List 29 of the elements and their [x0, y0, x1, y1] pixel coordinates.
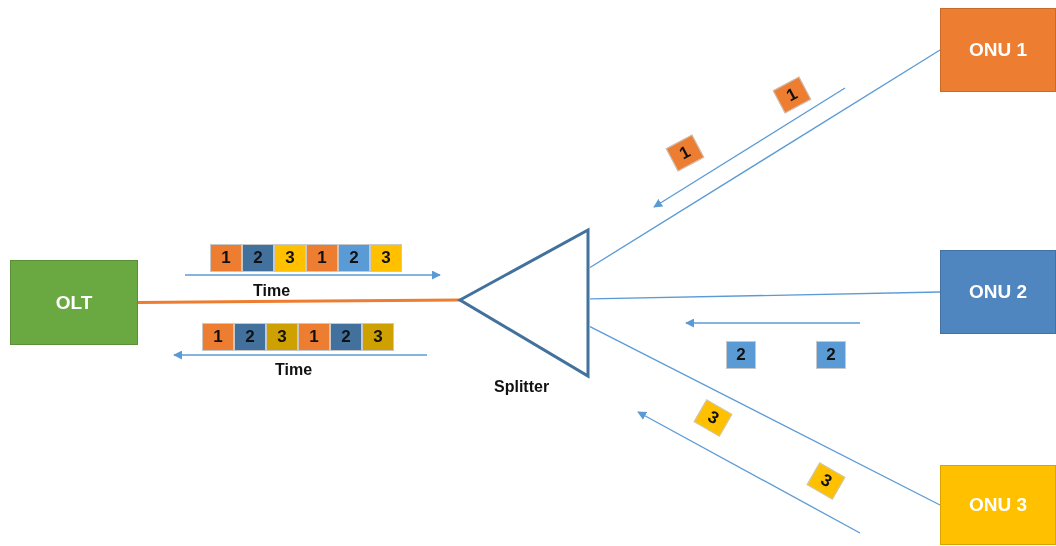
packet-square: 3 [806, 462, 846, 500]
packet-square: 3 [362, 323, 394, 351]
packet-square: 3 [266, 323, 298, 351]
packet-square: 1 [202, 323, 234, 351]
packet-square: 3 [274, 244, 306, 272]
connector-line [589, 291, 941, 300]
packet-square: 1 [298, 323, 330, 351]
device-box: OLT [10, 260, 138, 345]
packet-square: 2 [234, 323, 266, 351]
node-label: Splitter [494, 378, 550, 396]
packet-square: 2 [242, 244, 274, 272]
packet-square: 2 [330, 323, 362, 351]
connector-line [589, 49, 941, 269]
device-box: ONU 2 [940, 250, 1056, 334]
packet-square: 3 [370, 244, 402, 272]
packet-square: 2 [816, 341, 846, 369]
axis-label: Time [253, 282, 291, 300]
device-box: ONU 3 [940, 465, 1056, 545]
device-box: ONU 1 [940, 8, 1056, 92]
packet-square: 2 [338, 244, 370, 272]
packet-square: 1 [210, 244, 242, 272]
connector-line [138, 298, 460, 304]
packet-square: 1 [772, 76, 812, 114]
packet-square: 2 [726, 341, 756, 369]
connector-line [589, 326, 941, 506]
packet-square: 1 [665, 134, 705, 172]
axis-label: Time [275, 361, 313, 379]
packet-square: 1 [306, 244, 338, 272]
packet-square: 3 [693, 399, 733, 437]
